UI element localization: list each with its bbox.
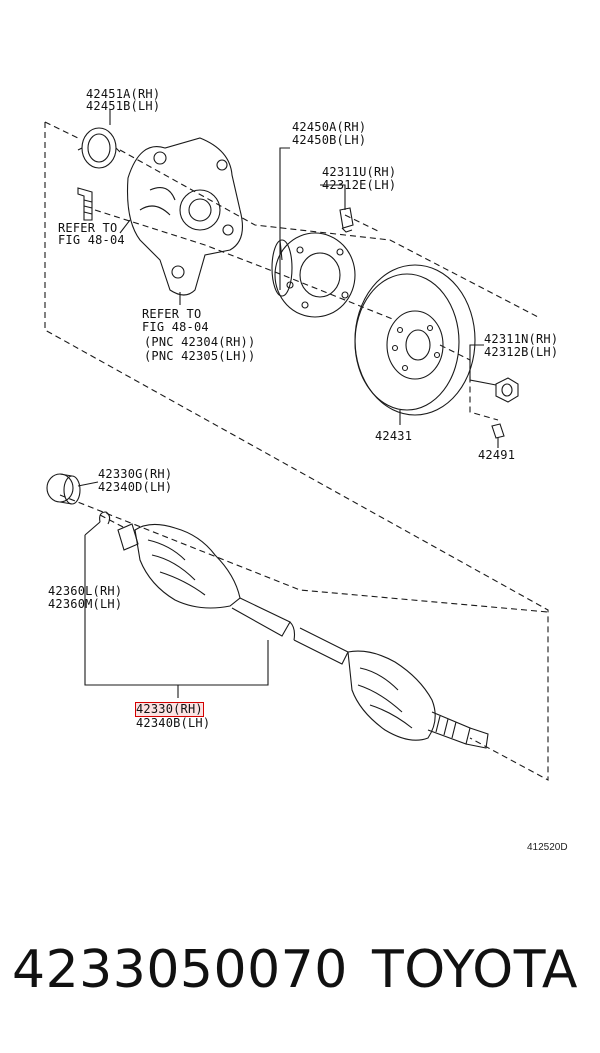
bolt-icon	[77, 187, 93, 221]
dashed-axis-mid	[94, 209, 396, 321]
label-42450a: 42450A(RH)	[292, 120, 367, 134]
label-pnc-42304: (PNC 42304(RH))	[144, 335, 256, 349]
dashed-axis-nut	[439, 344, 499, 421]
diagram-code: 412520D	[527, 842, 568, 853]
hub-nut-icon	[495, 377, 519, 403]
leader-42360-top	[84, 521, 101, 536]
label-refer-to-1: REFER TO	[58, 221, 118, 235]
label-42451a: 42451A(RH)	[86, 87, 161, 101]
label-42340d: 42340D(LH)	[98, 480, 173, 494]
label-42311u: 42311U(RH)	[322, 165, 397, 179]
dashed-axis-upper	[119, 149, 541, 319]
label-42360m: 42360M(LH)	[48, 597, 123, 611]
label-42491: 42491	[478, 448, 516, 462]
leader-refer1	[119, 219, 131, 234]
hub-bolt-icon	[339, 207, 354, 233]
label-42450b: 42450B(LH)	[292, 133, 367, 147]
leader-42330G	[77, 481, 99, 487]
label-42360l: 42360L(RH)	[48, 584, 123, 598]
label-42330g: 42330G(RH)	[98, 467, 173, 481]
drive-shaft-icon	[117, 523, 489, 749]
brake-disc-icon	[354, 264, 476, 416]
dashed-axis-clip	[99, 514, 126, 529]
label-42330-highlighted: 42330(RH)	[135, 702, 204, 717]
dashed-frame-top-edge	[44, 121, 79, 139]
dashed-axis-bolt	[344, 214, 381, 233]
dashed-frame-top	[44, 122, 549, 781]
label-42451b: 42451B(LH)	[86, 99, 161, 113]
cap-42491-icon	[491, 423, 505, 439]
label-42431: 42431	[375, 429, 413, 443]
label-42340b: 42340B(LH)	[136, 716, 211, 730]
seal-42451-icon	[77, 127, 121, 169]
label-42311n: 42311N(RH)	[484, 332, 559, 346]
label-42312b: 42312B(LH)	[484, 345, 559, 359]
seal-42330g-icon	[46, 473, 81, 505]
label-pnc-42305: (PNC 42305(LH))	[144, 349, 256, 363]
leader-42311N	[469, 344, 497, 386]
leader-42311U	[320, 184, 346, 210]
leader-42360	[84, 535, 269, 686]
label-fig-48-04-2: FIG 48-04	[142, 320, 209, 334]
snap-ring-icon	[99, 511, 111, 525]
dashed-axis-lower	[59, 494, 549, 613]
hub-bearing-icon	[271, 232, 356, 318]
part-number: 4233050070	[12, 940, 348, 1000]
brand-name: TOYOTA	[372, 940, 578, 1000]
label-fig-48-04-1: FIG 48-04	[58, 233, 125, 247]
label-refer-to-2: REFER TO	[142, 307, 202, 321]
steering-knuckle-icon	[127, 137, 243, 296]
label-42312e: 42312E(LH)	[322, 178, 397, 192]
leader-42450	[279, 147, 290, 290]
